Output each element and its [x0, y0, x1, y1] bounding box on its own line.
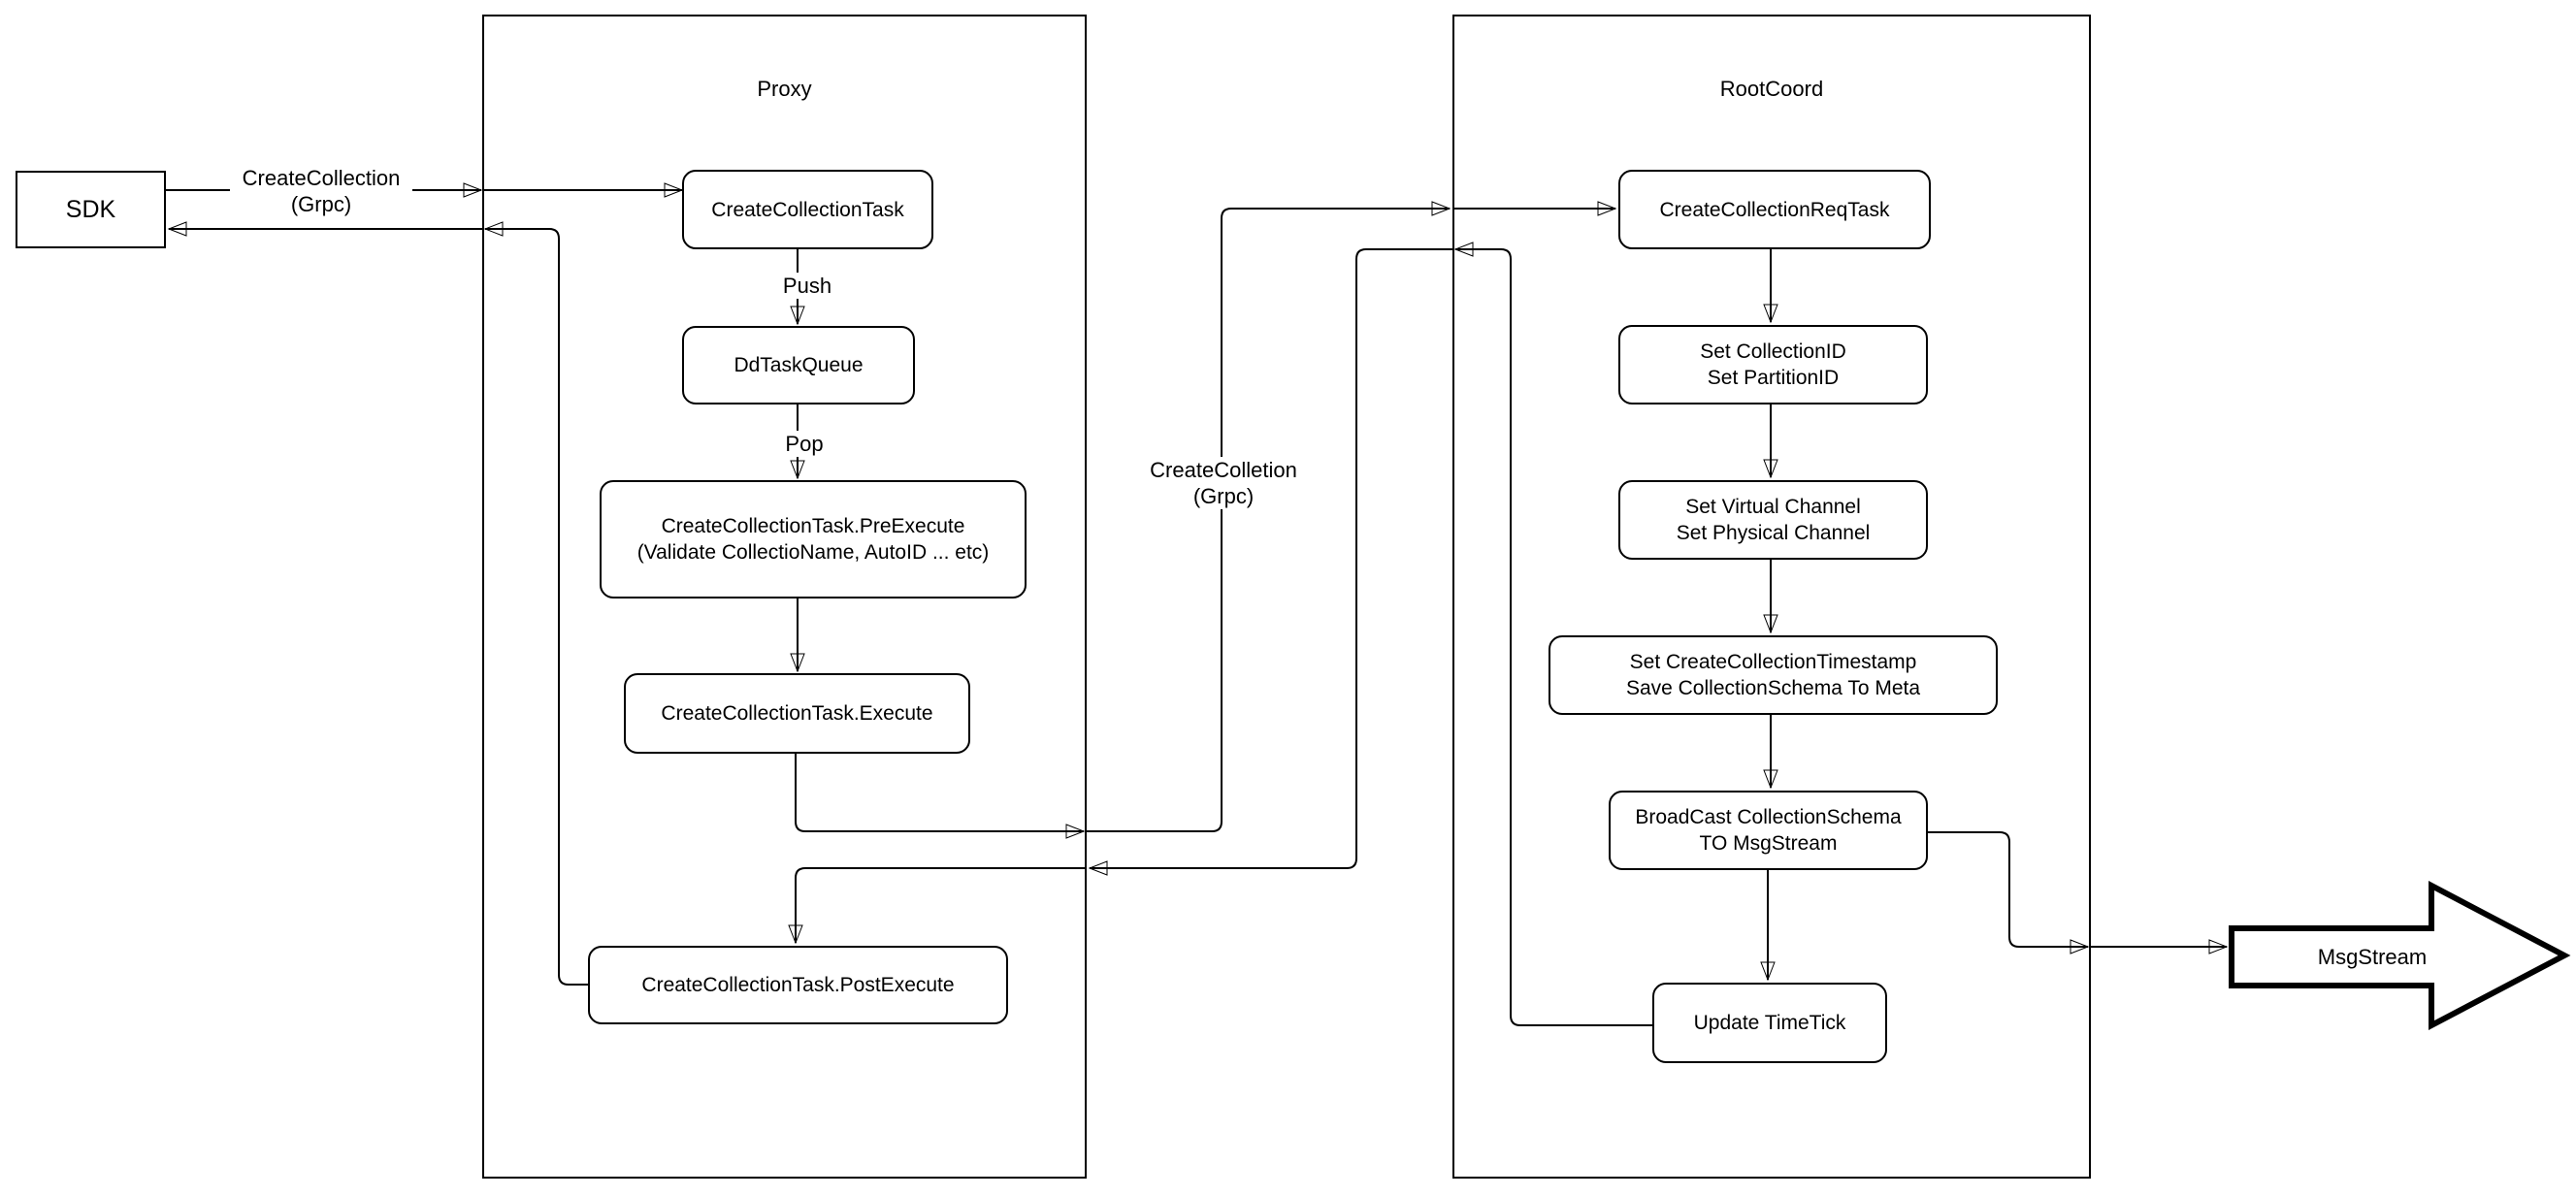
- proxy-title: Proxy: [757, 77, 812, 101]
- node-sdk: SDK: [16, 171, 166, 248]
- node-dd-task-queue: DdTaskQueue: [682, 326, 915, 404]
- node-set-timestamp: Set CreateCollectionTimestamp Save Colle…: [1549, 635, 1998, 715]
- node-execute-label: CreateCollectionTask.Execute: [661, 702, 933, 725]
- edge-label-createcolletion-grpc: CreateColletion (Grpc): [1132, 457, 1315, 509]
- node-set-channels: Set Virtual Channel Set Physical Channel: [1618, 480, 1928, 560]
- node-create-collection-task-label: CreateCollectionTask: [711, 198, 904, 221]
- edge-label-push: Push: [769, 273, 845, 299]
- node-execute: CreateCollectionTask.Execute: [624, 673, 970, 754]
- node-pre-execute: CreateCollectionTask.PreExecute (Validat…: [600, 480, 1027, 598]
- node-set-ids: Set CollectionID Set PartitionID: [1618, 325, 1928, 404]
- node-sdk-label: SDK: [65, 195, 116, 223]
- node-update-timetick-label: Update TimeTick: [1693, 1012, 1846, 1034]
- node-dd-task-queue-label: DdTaskQueue: [734, 354, 864, 376]
- node-post-execute-label: CreateCollectionTask.PostExecute: [641, 974, 955, 996]
- arrow-proxy-to-rootcoord-grpc: [1087, 201, 1451, 832]
- node-set-channels-label: Set Virtual Channel Set Physical Channel: [1676, 496, 1871, 544]
- node-broadcast-label: BroadCast CollectionSchema TO MsgStream: [1635, 806, 1902, 855]
- node-pre-execute-label: CreateCollectionTask.PreExecute (Validat…: [636, 515, 990, 564]
- node-set-ids-label: Set CollectionID Set PartitionID: [1700, 340, 1846, 389]
- edge-label-pop: Pop: [771, 431, 837, 457]
- rootcoord-title: RootCoord: [1719, 77, 1824, 101]
- node-create-collection-req-task-label: CreateCollectionReqTask: [1659, 198, 1890, 221]
- node-create-collection-req-task: CreateCollectionReqTask: [1618, 170, 1931, 249]
- node-post-execute: CreateCollectionTask.PostExecute: [588, 946, 1008, 1024]
- arrow-rootcoord-to-proxy-return: [1088, 248, 1452, 876]
- edge-label-createcollection-grpc: CreateCollection (Grpc): [230, 165, 412, 217]
- node-update-timetick: Update TimeTick: [1652, 983, 1887, 1063]
- msgstream-label: MsgStream: [2317, 945, 2428, 969]
- node-broadcast: BroadCast CollectionSchema TO MsgStream: [1609, 791, 1928, 870]
- node-set-timestamp-label: Set CreateCollectionTimestamp Save Colle…: [1625, 651, 1921, 699]
- node-create-collection-task: CreateCollectionTask: [682, 170, 933, 249]
